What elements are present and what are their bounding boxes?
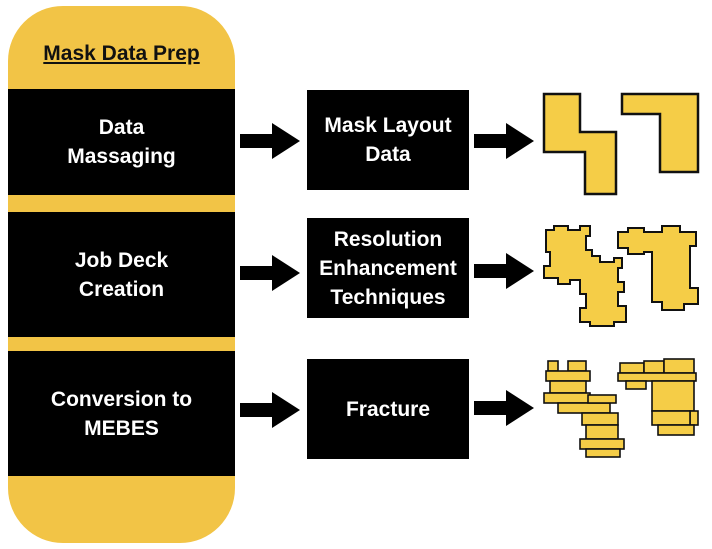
step-job-deck-creation: Job Deck Creation xyxy=(8,212,235,337)
arrow-right-icon xyxy=(474,390,534,426)
output-resolution-enhancement: Resolution Enhancement Techniques xyxy=(307,218,469,318)
mask-layout-shapes-icon xyxy=(542,92,700,196)
step-data-massaging: Data Massaging xyxy=(8,89,235,195)
arrow-right-icon xyxy=(240,123,300,159)
arrow-right-icon xyxy=(474,253,534,289)
panel-title: Mask Data Prep xyxy=(43,42,200,65)
arrow-right-icon xyxy=(240,392,300,428)
output-fracture: Fracture xyxy=(307,359,469,459)
step-conversion-to-mebes: Conversion to MEBES xyxy=(8,351,235,476)
arrow-right-icon xyxy=(474,123,534,159)
output-mask-layout-data: Mask Layout Data xyxy=(307,90,469,190)
opc-shapes-icon xyxy=(543,225,699,327)
arrow-right-icon xyxy=(240,255,300,291)
fractured-shapes-icon xyxy=(543,358,699,458)
